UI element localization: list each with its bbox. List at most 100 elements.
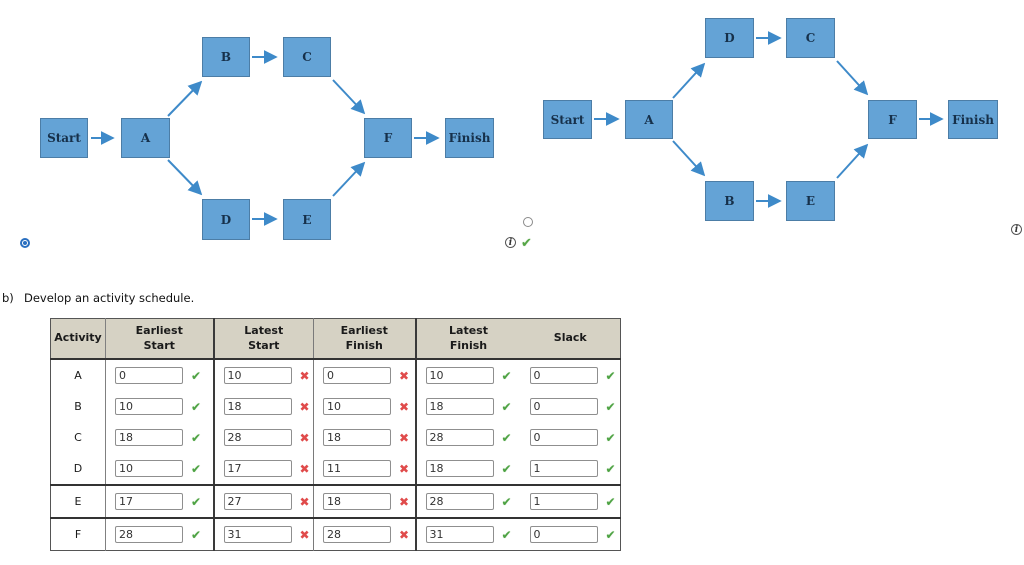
earliest-finish-input[interactable]: [323, 429, 391, 446]
earliest-start-input[interactable]: [115, 367, 183, 384]
correct-icon: ✔: [605, 368, 616, 383]
correct-icon: ✔: [605, 430, 616, 445]
table-row-a: A ✔ ✖ ✖ ✔ ✔: [50, 359, 621, 391]
incorrect-icon: ✖: [299, 527, 310, 542]
node-e: E: [283, 199, 331, 240]
incorrect-icon: ✖: [299, 461, 310, 476]
latest-finish-input[interactable]: [425, 429, 494, 446]
earliest-start-input[interactable]: [115, 493, 183, 510]
earliest-start-input[interactable]: [115, 429, 183, 446]
node-finish: Finish: [445, 118, 494, 158]
correct-icon: ✔: [521, 236, 532, 251]
correct-icon: ✔: [191, 399, 202, 414]
network-diagram-left: Start A B C D E F Finish: [0, 0, 512, 260]
slack-input[interactable]: [529, 460, 598, 477]
correct-icon: ✔: [605, 399, 616, 414]
correct-icon: ✔: [191, 494, 202, 509]
correct-icon: ✔: [501, 461, 512, 476]
latest-start-input[interactable]: [223, 367, 292, 384]
latest-finish-input[interactable]: [425, 526, 494, 543]
incorrect-icon: ✖: [299, 430, 310, 445]
latest-finish-input[interactable]: [425, 493, 494, 510]
earliest-finish-input[interactable]: [323, 398, 391, 415]
node-d: D: [705, 18, 754, 58]
latest-finish-input[interactable]: [425, 398, 494, 415]
info-icon[interactable]: i: [1011, 224, 1022, 235]
table-row-b: B ✔ ✖ ✖ ✔ ✔: [50, 391, 621, 422]
question-line: b) Develop an activity schedule.: [2, 291, 194, 305]
earliest-start-input[interactable]: [115, 526, 183, 543]
correct-icon: ✔: [605, 527, 616, 542]
node-a: A: [121, 118, 170, 158]
node-start: Start: [40, 118, 88, 158]
activity-label: D: [50, 453, 106, 486]
latest-start-input[interactable]: [223, 493, 292, 510]
slack-input[interactable]: [529, 398, 598, 415]
latest-finish-input[interactable]: [425, 367, 494, 384]
info-icon[interactable]: i: [505, 237, 516, 248]
correct-icon: ✔: [191, 368, 202, 383]
incorrect-icon: ✖: [399, 527, 410, 542]
radio-option-left-selected[interactable]: [20, 238, 30, 248]
earliest-finish-input[interactable]: [323, 460, 391, 477]
correct-icon: ✔: [191, 430, 202, 445]
node-finish: Finish: [948, 100, 998, 139]
correct-icon: ✔: [501, 494, 512, 509]
slack-input[interactable]: [529, 526, 598, 543]
earliest-start-input[interactable]: [115, 398, 183, 415]
latest-start-input[interactable]: [223, 429, 292, 446]
radio-option-right[interactable]: [523, 217, 533, 227]
network-diagram-right: Start A D C B E F Finish: [512, 0, 1024, 260]
incorrect-icon: ✖: [399, 494, 410, 509]
earliest-finish-input[interactable]: [323, 493, 391, 510]
earliest-finish-input[interactable]: [323, 367, 391, 384]
node-e: E: [786, 181, 835, 221]
incorrect-icon: ✖: [299, 399, 310, 414]
table-row-c: C ✔ ✖ ✖ ✔ ✔: [50, 422, 621, 453]
incorrect-icon: ✖: [399, 461, 410, 476]
incorrect-icon: ✖: [299, 494, 310, 509]
table-row-e: E ✔ ✖ ✖ ✔ ✔: [50, 485, 621, 519]
correct-icon: ✔: [501, 430, 512, 445]
incorrect-icon: ✖: [299, 368, 310, 383]
node-b: B: [705, 181, 754, 221]
node-c: C: [786, 18, 835, 58]
slack-input[interactable]: [529, 367, 598, 384]
node-a: A: [625, 100, 673, 139]
slack-input[interactable]: [529, 429, 598, 446]
correct-icon: ✔: [605, 461, 616, 476]
correct-icon: ✔: [191, 461, 202, 476]
activity-label: F: [50, 518, 106, 551]
activity-label: E: [50, 485, 106, 519]
incorrect-icon: ✖: [399, 399, 410, 414]
incorrect-icon: ✖: [399, 430, 410, 445]
table-row-d: D ✔ ✖ ✖ ✔ ✔: [50, 453, 621, 486]
slack-input[interactable]: [529, 493, 598, 510]
correct-icon: ✔: [501, 368, 512, 383]
node-f: F: [868, 100, 917, 139]
earliest-start-input[interactable]: [115, 460, 183, 477]
node-start: Start: [543, 100, 592, 139]
correct-icon: ✔: [605, 494, 616, 509]
earliest-finish-input[interactable]: [323, 526, 391, 543]
activity-label: A: [50, 359, 106, 391]
latest-start-input[interactable]: [223, 398, 292, 415]
node-f: F: [364, 118, 412, 158]
correct-icon: ✔: [191, 527, 202, 542]
column-header-slack: Slack: [520, 318, 621, 360]
activity-label: C: [50, 422, 106, 453]
latest-finish-input[interactable]: [425, 460, 494, 477]
node-d: D: [202, 199, 250, 240]
latest-start-input[interactable]: [223, 460, 292, 477]
latest-start-input[interactable]: [223, 526, 292, 543]
node-c: C: [283, 37, 331, 77]
table-row-f: F ✔ ✖ ✖ ✔ ✔: [50, 518, 621, 551]
activity-label: B: [50, 391, 106, 422]
